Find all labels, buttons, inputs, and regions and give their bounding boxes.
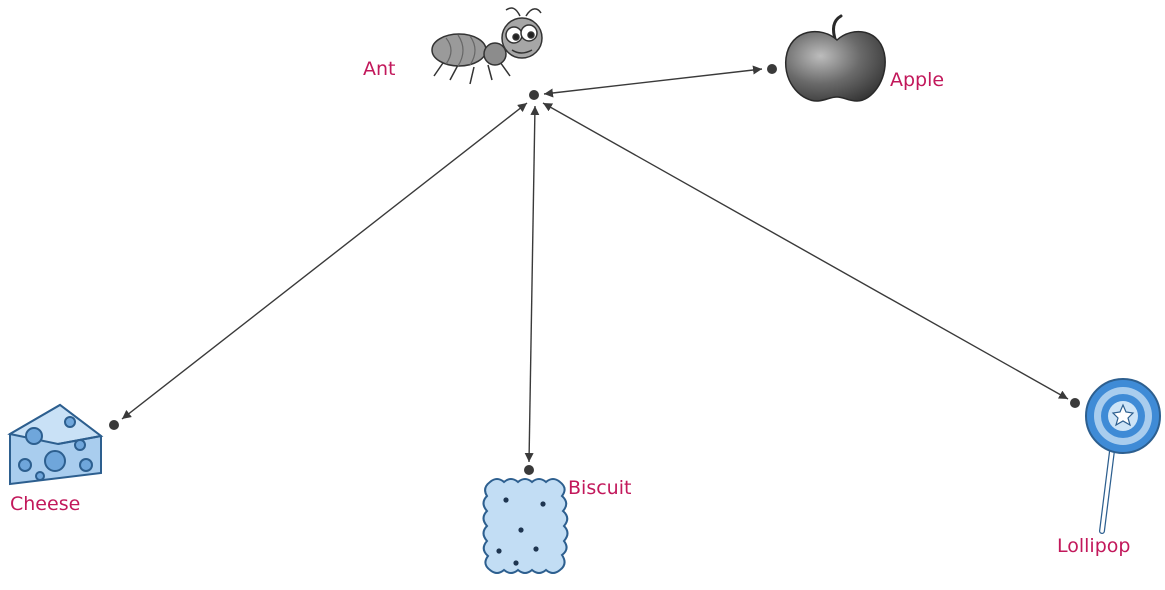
biscuit-icon bbox=[482, 478, 569, 574]
ant-icon bbox=[431, 7, 543, 85]
lollipop-icon bbox=[1085, 378, 1161, 534]
dot-ant bbox=[529, 90, 539, 100]
connector-ant-lollipop bbox=[542, 102, 1069, 400]
dot-biscuit bbox=[524, 465, 534, 475]
connector-ant-apple bbox=[543, 65, 763, 98]
label-biscuit: Biscuit bbox=[568, 477, 632, 499]
connectors bbox=[121, 65, 1069, 463]
endpoint-dots bbox=[109, 64, 1080, 475]
dot-apple bbox=[767, 64, 777, 74]
label-lollipop: Lollipop bbox=[1057, 535, 1131, 557]
dot-cheese bbox=[109, 420, 119, 430]
label-apple: Apple bbox=[890, 69, 945, 91]
dot-lollipop bbox=[1070, 398, 1080, 408]
connector-ant-biscuit bbox=[524, 105, 540, 463]
cheese-icon bbox=[7, 403, 104, 486]
connector-ant-cheese bbox=[121, 102, 528, 420]
label-ant: Ant bbox=[363, 58, 396, 80]
apple-icon bbox=[785, 14, 886, 102]
label-cheese: Cheese bbox=[10, 493, 81, 515]
